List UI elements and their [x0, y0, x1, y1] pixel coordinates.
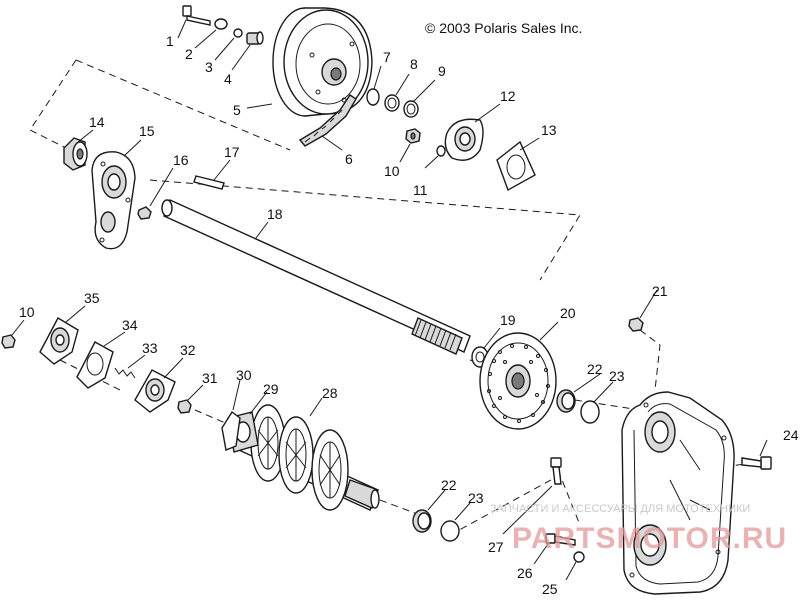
label-part-25: 25: [542, 581, 558, 597]
label-part-19: 19: [500, 312, 516, 328]
part-gasket-34: [76, 341, 114, 389]
label-part-5: 5: [233, 102, 241, 118]
part-drive-sprockets-28: [227, 404, 380, 511]
label-part-6: 6: [345, 151, 353, 167]
part-washer-11: [436, 145, 446, 157]
part-brake-disc-20: [479, 332, 557, 430]
label-part-21: 21: [652, 283, 668, 299]
label-part-7: 7: [383, 49, 391, 65]
part-washer-3: [233, 28, 243, 38]
label-part-14: 14: [89, 114, 105, 130]
part-seal-23-top: [580, 400, 600, 424]
label-part-34: 34: [122, 317, 138, 333]
watermark-tagline: ЗАПЧАСТИ И АКСЕССУАРЫ ДЛЯ МОТОТЕХНИКИ: [490, 503, 750, 515]
part-ring-8: [384, 94, 400, 112]
label-part-2: 2: [185, 46, 193, 62]
part-key-17: [193, 175, 225, 190]
label-part-1: 1: [166, 33, 174, 49]
part-flange-32: [134, 369, 176, 413]
part-gasket-13: [496, 140, 536, 192]
label-part-20: 20: [560, 305, 576, 321]
label-part-35: 35: [84, 290, 100, 306]
label-part-27: 27: [488, 539, 504, 555]
copyright-text: © 2003 Polaris Sales Inc.: [425, 20, 582, 36]
part-nut-21: [628, 317, 644, 332]
watermark: ЗАПЧАСТИ И АКСЕССУАРЫ ДЛЯ МОТОТЕХНИКИ PA…: [490, 503, 787, 555]
label-part-15: 15: [139, 123, 155, 139]
part-bearing-14: [63, 137, 88, 171]
label-part-17: 17: [224, 144, 240, 160]
part-washer-25: [573, 551, 585, 563]
label-part-33: 33: [142, 340, 158, 356]
part-bushing-4: [246, 31, 264, 45]
label-part-26: 26: [517, 565, 533, 581]
label-part-9: 9: [438, 63, 446, 79]
part-bearing-22-top: [556, 389, 576, 413]
part-ring-7: [366, 88, 380, 106]
part-bolt-26: [545, 533, 576, 546]
part-bearing-22-bottom: [412, 509, 432, 533]
label-part-4: 4: [224, 71, 232, 87]
label-part-13: 13: [541, 122, 557, 138]
part-nut-10-left: [1, 334, 16, 349]
label-part-30: 30: [236, 367, 252, 383]
part-number-labels: 1 2 3 4 5 6 7 8 9 10 11 12 13 14 15 16 1…: [19, 33, 799, 597]
label-part-22-bottom: 22: [441, 477, 457, 493]
part-chaincase-housing: [621, 391, 735, 595]
part-sprocket-30: [221, 410, 241, 451]
label-part-10-left: 10: [19, 304, 35, 320]
part-shaft-18: [161, 199, 471, 355]
label-part-28: 28: [322, 385, 338, 401]
part-drum-5: [272, 7, 373, 117]
label-part-32: 32: [180, 342, 196, 358]
label-part-24: 24: [783, 427, 799, 443]
part-bolt-24: [741, 456, 772, 470]
label-part-18: 18: [267, 206, 283, 222]
part-nut-10-top: [405, 128, 421, 144]
part-chain-6: [298, 94, 357, 147]
part-flange-12: [444, 118, 484, 161]
watermark-brand: PARTSMOTOR.RU: [512, 522, 787, 555]
part-nut-31: [177, 399, 192, 414]
part-spring-33: [114, 367, 136, 379]
label-part-11: 11: [413, 182, 428, 198]
part-plate-15: [91, 151, 136, 250]
label-part-31: 31: [202, 370, 218, 386]
part-flange-35: [39, 317, 79, 365]
label-part-22-top: 22: [587, 361, 603, 377]
label-part-23-bottom: 23: [468, 490, 484, 506]
label-part-16: 16: [173, 152, 189, 168]
label-part-12: 12: [500, 88, 516, 104]
label-part-10-top: 10: [384, 163, 400, 179]
label-part-23-top: 23: [609, 368, 625, 384]
label-part-3: 3: [205, 59, 213, 75]
part-bolt-27: [550, 457, 562, 485]
label-part-8: 8: [410, 56, 418, 72]
part-bolt-16: [137, 206, 152, 220]
part-seal-23-bottom: [440, 520, 460, 542]
part-ring-9: [403, 100, 419, 118]
label-part-29: 29: [263, 381, 279, 397]
leader-lines: [11, 19, 768, 581]
part-washer-2: [214, 18, 228, 30]
part-bolt-1: [182, 5, 211, 26]
